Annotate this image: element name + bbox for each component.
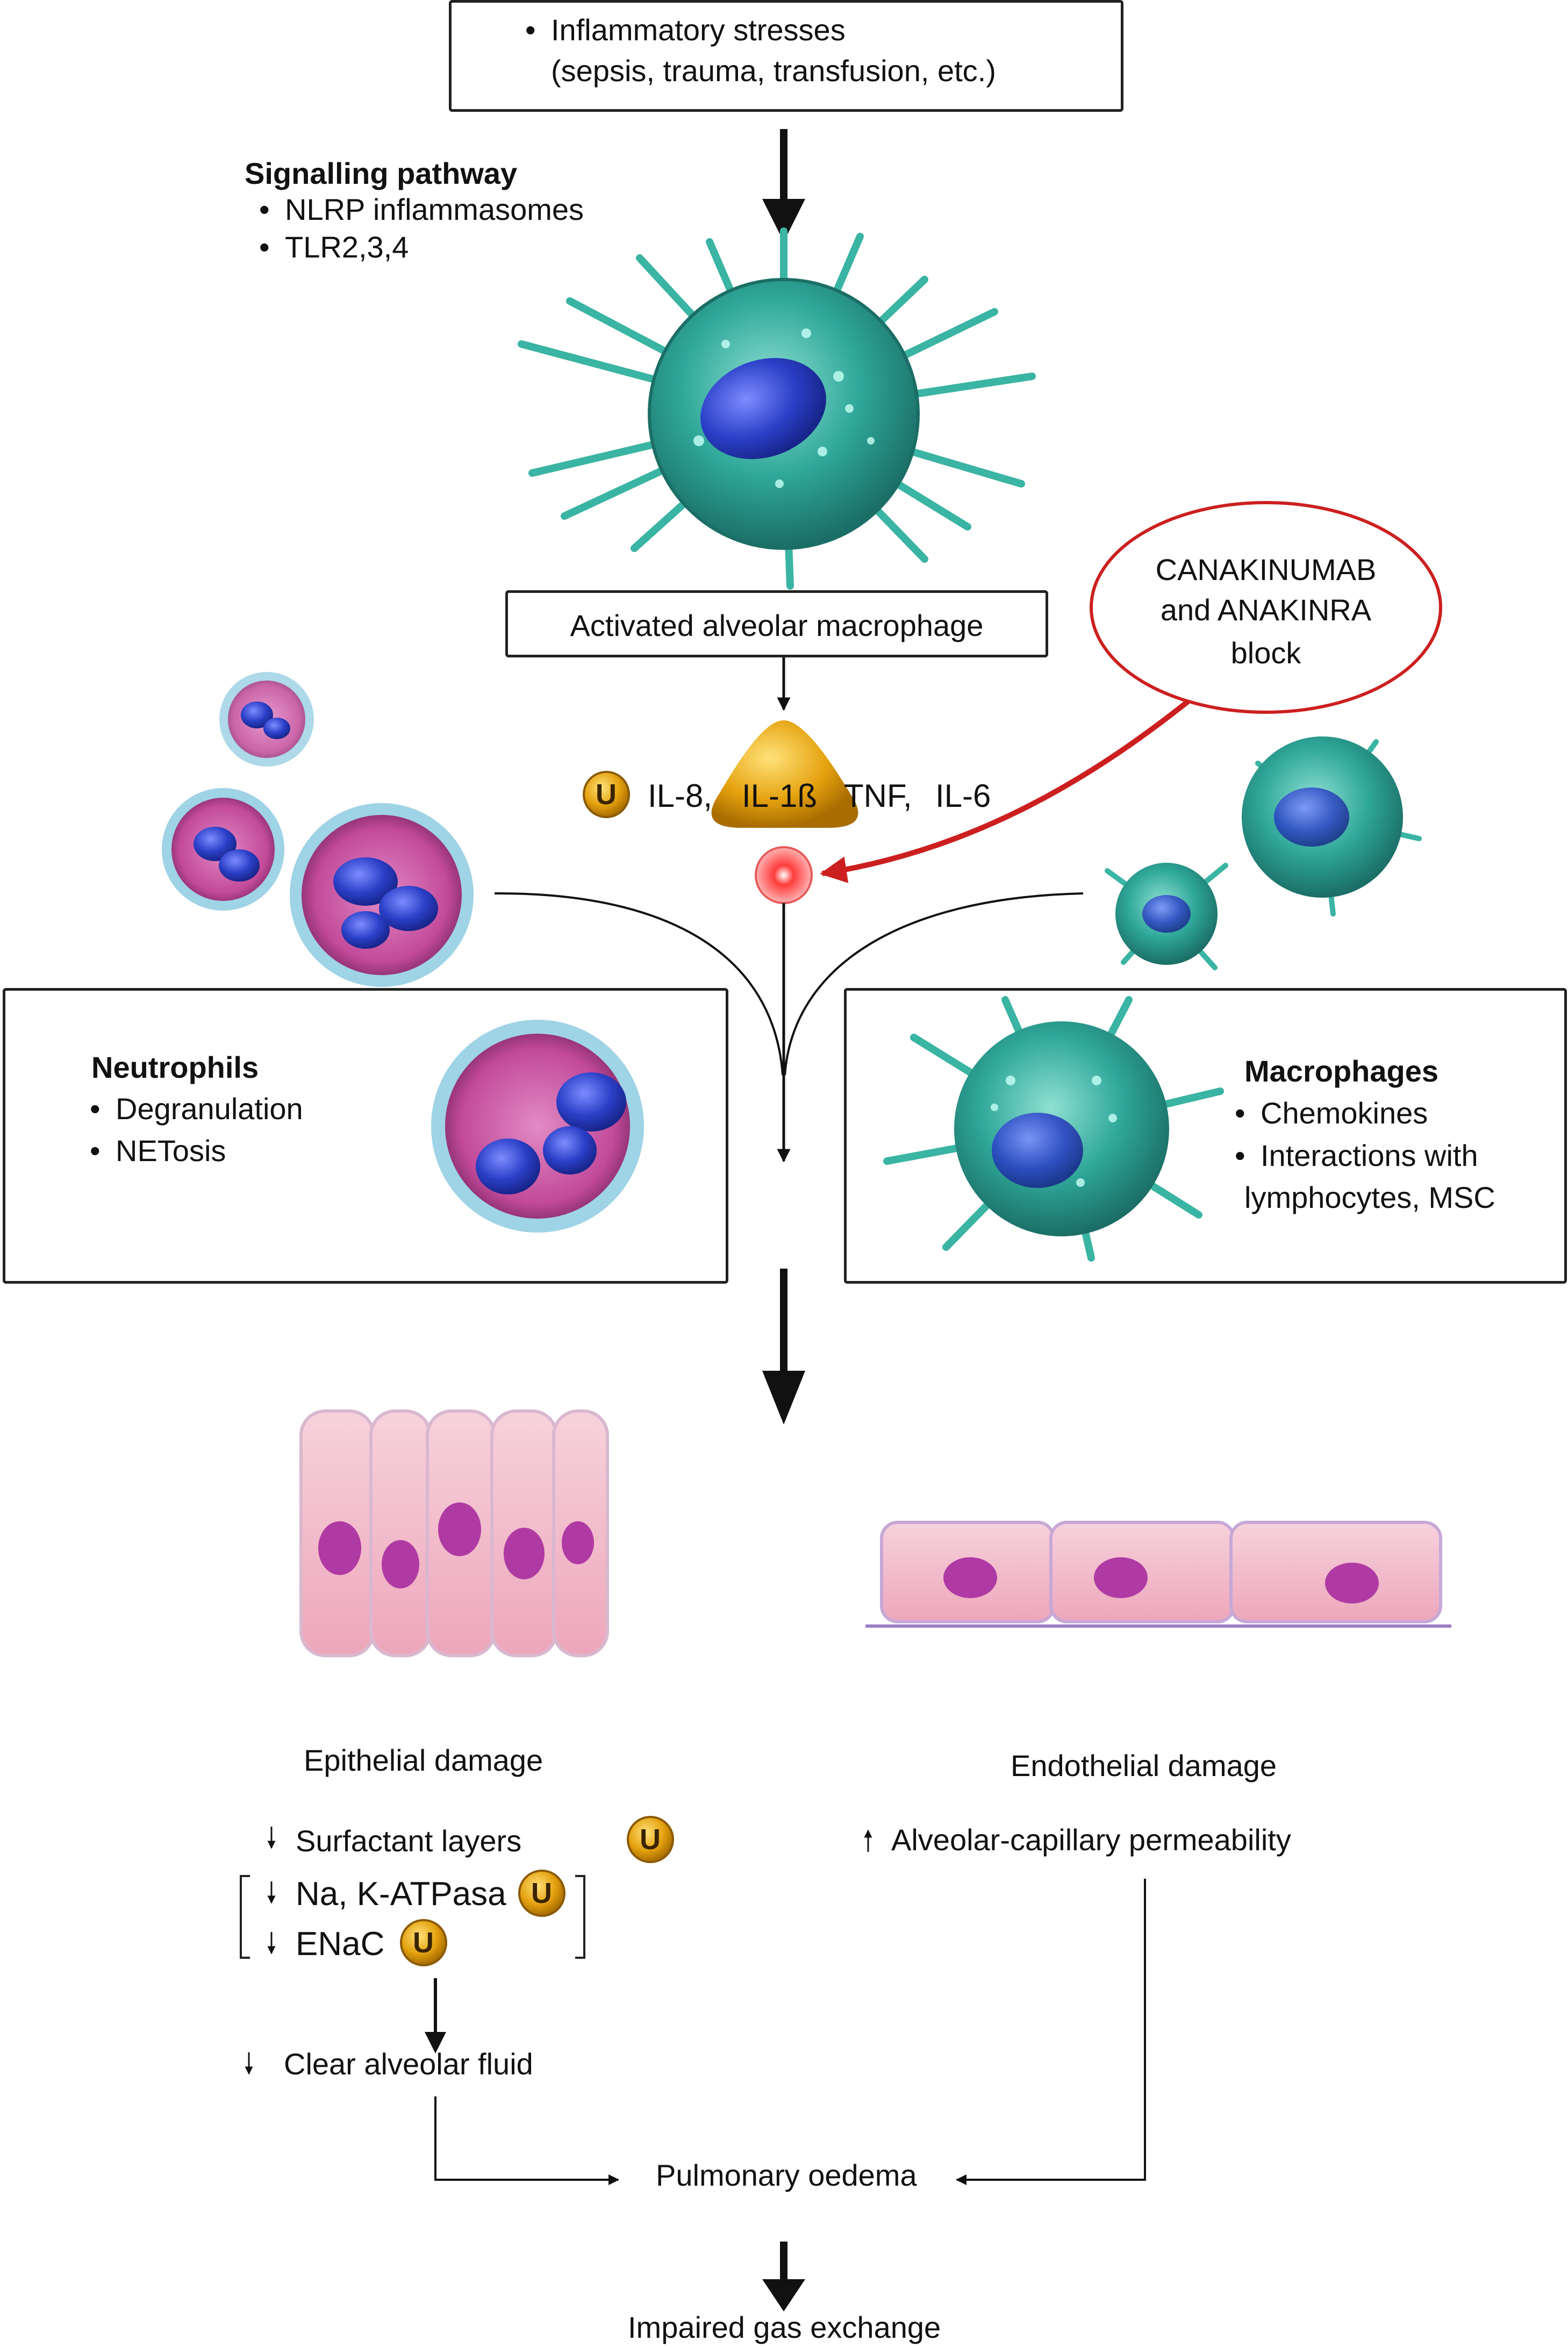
neutrophil-detail-illustration — [431, 1020, 644, 1233]
stress-box: Inflammatory stresses (sepsis, trauma, t… — [449, 0, 1123, 112]
endothelial-cells-illustration — [865, 1521, 1451, 1628]
badge-u-cytokines — [583, 771, 630, 818]
badge-u-na-k — [518, 1870, 565, 1917]
endothelial-title: Endothelial damage — [1011, 1749, 1277, 1783]
arrow-to-damage — [762, 1269, 805, 1424]
macrophage-cluster-illustration — [1105, 736, 1422, 970]
arrow-stress-to-macrophage — [762, 129, 805, 242]
arrow-to-clear-fluid — [425, 1978, 446, 2053]
macrophages-box: Macrophages Chemokines Interactions with… — [844, 988, 1567, 1284]
neutrophil-flow-curve — [494, 892, 784, 1076]
il1b-molecule-shape — [711, 720, 858, 828]
surfactant-label: Surfactant layers — [296, 1824, 522, 1858]
cytokine-il6: IL-6 — [935, 778, 991, 814]
arrow-permeability-to-oedema — [956, 1879, 1146, 2185]
blocker-line-1: CANAKINUMAB — [1155, 553, 1377, 586]
cytokine-tnf: TNF, — [844, 778, 912, 814]
blocker-line-2: and ANAKINRA — [1160, 593, 1372, 627]
activated-macrophage-illustration — [518, 227, 1036, 590]
badge-u-enac — [400, 1919, 447, 1966]
stress-title: Inflammatory stresses — [525, 11, 846, 49]
macrophage-flow-curve — [784, 892, 1084, 1076]
signalling-item-nlrp: NLRP inflammasomes — [259, 191, 584, 228]
activated-macrophage-label: Activated alveolar macrophage — [570, 609, 984, 642]
blocker-ellipse — [1090, 501, 1442, 714]
arrow-to-gas-exchange — [762, 2242, 805, 2311]
activated-macrophage-box: Activated alveolar macrophage — [505, 590, 1048, 657]
epithelial-cells-illustration — [299, 1409, 609, 1657]
na-k-atpasa-label: Na, K-ATPasa — [296, 1875, 506, 1913]
epithelial-title: Epithelial damage — [304, 1743, 543, 1777]
stress-examples: (sepsis, trauma, transfusion, etc.) — [551, 54, 996, 88]
signalling-heading: Signalling pathway — [245, 156, 518, 190]
signalling-item-tlr: TLR2,3,4 — [259, 228, 409, 266]
neutrophils-heading: Neutrophils — [91, 1050, 259, 1084]
block-target-dot — [755, 846, 813, 904]
blocker-line-3: block — [1230, 636, 1301, 670]
neutrophils-item-degranulation: Degranulation — [90, 1090, 303, 1128]
badge-u-enac-label: U — [413, 1927, 434, 1959]
permeability-label: Alveolar-capillary permeability — [891, 1823, 1291, 1857]
badge-u-surfactant — [627, 1816, 674, 1863]
macrophage-detail-illustration — [883, 996, 1224, 1262]
clear-fluid-label: Clear alveolar fluid — [284, 2047, 533, 2081]
cytokine-badge-u: U — [596, 778, 617, 811]
neutrophils-item-netosis: NETosis — [90, 1132, 226, 1170]
neutrophil-cluster-illustration — [162, 672, 474, 987]
impaired-gas-exchange-label: Impaired gas exchange — [628, 2310, 941, 2344]
bracket — [240, 1875, 585, 1959]
macrophages-heading: Macrophages — [1244, 1054, 1438, 1088]
cytokine-il8: IL-8, — [648, 778, 713, 814]
badge-u-surfactant-label: U — [640, 1823, 661, 1856]
arrow-clear-to-oedema — [434, 2096, 619, 2185]
small-arrows — [245, 1827, 872, 2075]
macrophages-item-continuation: lymphocytes, MSC — [1244, 1180, 1495, 1214]
neutrophils-box: Neutrophils Degranulation NETosis — [3, 988, 728, 1284]
pulmonary-oedema-label: Pulmonary oedema — [656, 2158, 917, 2192]
enac-label: ENaC — [296, 1925, 385, 1963]
cytokine-il1b: IL-1ß — [742, 778, 818, 814]
badge-u-na-k-label: U — [531, 1877, 552, 1909]
macrophages-item-chemokines: Chemokines — [1235, 1094, 1428, 1132]
block-arrow — [820, 699, 1190, 883]
macrophages-item-interactions: Interactions with — [1235, 1137, 1478, 1175]
